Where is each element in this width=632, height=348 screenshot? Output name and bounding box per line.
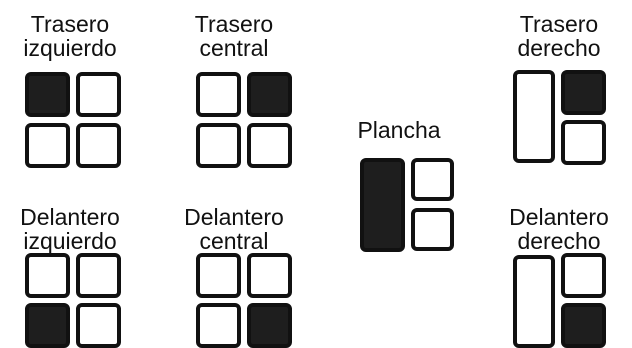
griddle-zone xyxy=(513,255,555,348)
burner-rear-left xyxy=(25,72,70,117)
label-delantero-derecho: Delantero derecho xyxy=(494,205,624,253)
burner-front-right xyxy=(76,303,121,348)
label-plancha: Plancha xyxy=(344,118,454,142)
label-line-2: izquierdo xyxy=(23,228,117,254)
label-trasero-central: Trasero central xyxy=(184,12,284,60)
griddle-zone xyxy=(360,158,405,252)
label-line-1: Delantero xyxy=(20,204,120,230)
burner-front-right xyxy=(76,123,121,168)
burner-rear xyxy=(561,70,606,115)
label-delantero-izquierdo: Delantero izquierdo xyxy=(0,205,140,253)
label-trasero-izquierdo: Trasero izquierdo xyxy=(8,12,132,60)
burner-front-left xyxy=(196,303,241,348)
burner-front-left xyxy=(25,123,70,168)
burner-front xyxy=(561,303,606,348)
label-line-2: central xyxy=(199,228,269,254)
burner-front-left xyxy=(196,123,241,168)
burner-rear-left xyxy=(25,253,70,298)
burner-rear-right xyxy=(76,72,121,117)
label-line-1: Plancha xyxy=(357,117,441,143)
label-line-1: Trasero xyxy=(519,11,599,37)
label-line-2: derecho xyxy=(517,35,601,61)
griddle-zone xyxy=(513,70,555,163)
burner-rear xyxy=(561,253,606,298)
label-delantero-central: Delantero central xyxy=(172,205,296,253)
burner-rear-right xyxy=(76,253,121,298)
label-line-1: Trasero xyxy=(30,11,110,37)
burner-rear xyxy=(411,158,454,201)
burner-front xyxy=(561,120,606,165)
burner-front-right xyxy=(247,303,292,348)
label-line-2: izquierdo xyxy=(23,35,117,61)
burner-front-right xyxy=(247,123,292,168)
burner-rear-right xyxy=(247,72,292,117)
label-line-1: Delantero xyxy=(509,204,609,230)
label-line-1: Trasero xyxy=(194,11,274,37)
label-line-2: central xyxy=(199,35,269,61)
label-line-2: derecho xyxy=(517,228,601,254)
label-line-1: Delantero xyxy=(184,204,284,230)
burner-rear-left xyxy=(196,72,241,117)
burner-rear-left xyxy=(196,253,241,298)
burner-front xyxy=(411,208,454,251)
burner-front-left xyxy=(25,303,70,348)
label-trasero-derecho: Trasero derecho xyxy=(504,12,614,60)
burner-rear-right xyxy=(247,253,292,298)
